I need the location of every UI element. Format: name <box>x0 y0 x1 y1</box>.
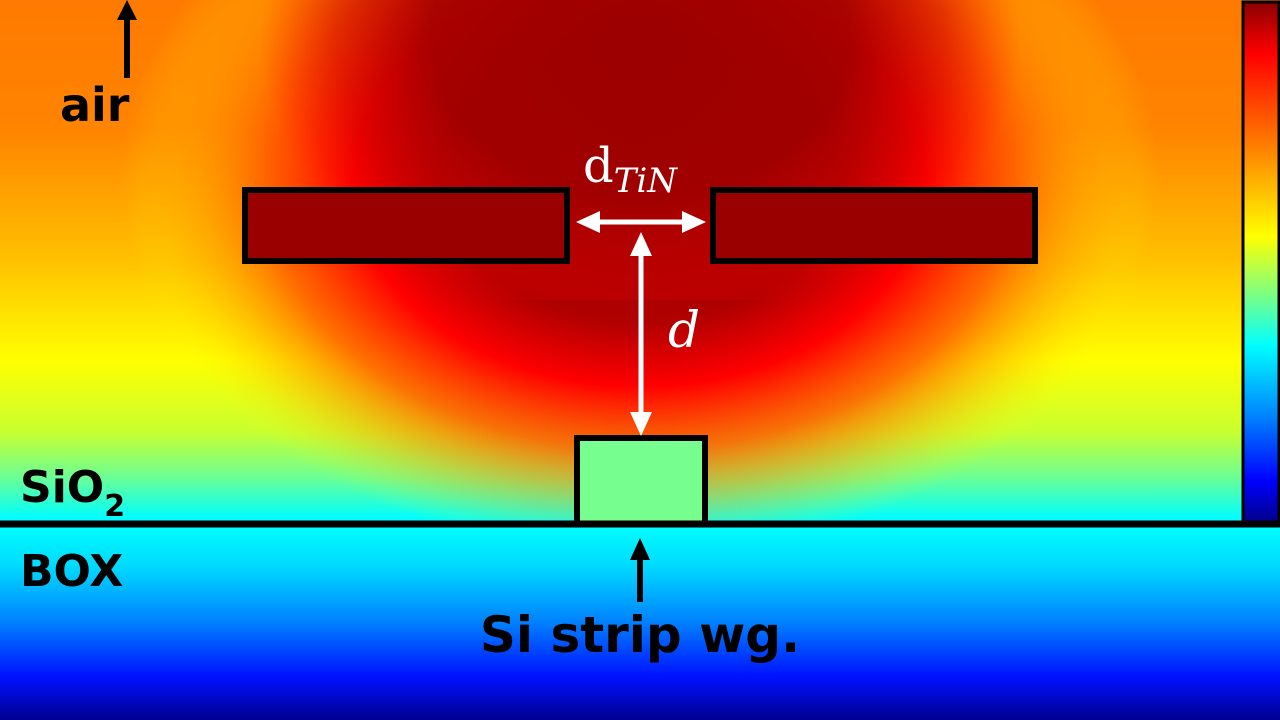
distance-arrow-bottom-head <box>630 412 652 436</box>
gap-arrow-right-head <box>682 211 706 233</box>
air-arrow-head <box>117 0 137 20</box>
label-sio2-sub: 2 <box>104 489 125 524</box>
label-waveguide: Si strip wg. <box>480 606 800 664</box>
tin-electrode-left <box>242 187 570 264</box>
label-gap-main: d <box>583 138 614 194</box>
distance-arrow-top-head <box>630 232 652 256</box>
label-gap-dtin: dTiN <box>583 138 678 201</box>
label-distance-d: d <box>668 301 700 359</box>
waveguide-fill <box>577 438 705 524</box>
tin-electrode-right <box>710 187 1038 264</box>
gap-arrow-left-head <box>576 211 600 233</box>
si-strip-waveguide <box>574 435 708 527</box>
label-box: BOX <box>20 546 123 597</box>
label-sio2: SiO2 <box>20 462 125 524</box>
label-gap-sub: TiN <box>614 161 679 201</box>
label-sio2-main: SiO <box>20 462 104 513</box>
label-air: air <box>60 78 130 132</box>
waveguide-arrow-head <box>630 538 650 560</box>
colorbar <box>1241 0 1280 524</box>
